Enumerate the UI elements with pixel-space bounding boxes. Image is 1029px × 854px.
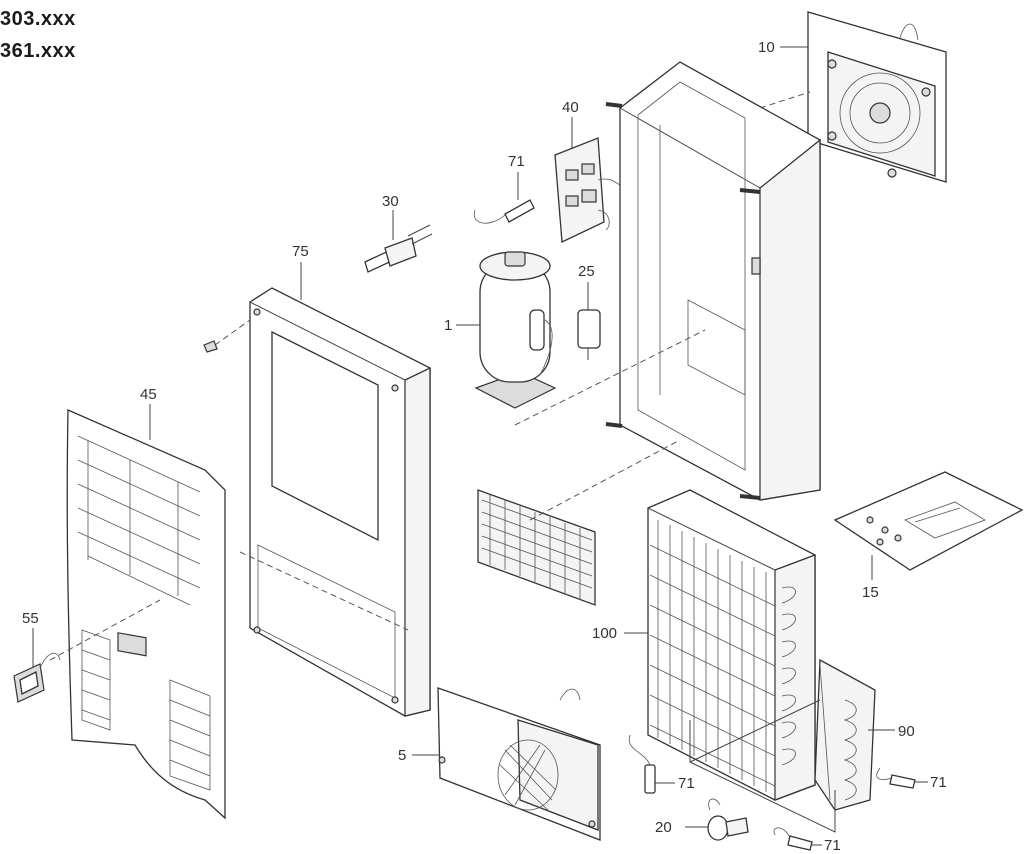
- callout-10: 10: [758, 39, 775, 56]
- model-number-1: 303.xxx: [0, 8, 76, 30]
- part-90-evaporator: [814, 658, 876, 811]
- part-grille: [477, 489, 596, 606]
- callout-71-c: 71: [930, 774, 947, 791]
- part-71-sensor-d: [773, 827, 813, 851]
- part-30-valve: [364, 224, 433, 273]
- callout-55: 55: [22, 610, 39, 627]
- callout-30: 30: [382, 193, 399, 210]
- part-20-valve: [707, 798, 749, 841]
- callout-71-a: 71: [508, 153, 525, 170]
- callout-71-b: 71: [678, 775, 695, 792]
- part-75-front-frame: [249, 287, 431, 717]
- part-71-sensor-c: [876, 767, 916, 789]
- callout-90: 90: [898, 723, 915, 740]
- part-5-internal-fan: [437, 687, 601, 841]
- part-1-compressor: [474, 251, 557, 409]
- part-25-filter-drier: [577, 296, 601, 360]
- model-number-2: 361.xxx: [0, 40, 76, 62]
- base-plate: [689, 699, 836, 833]
- callout-40: 40: [562, 99, 579, 116]
- part-40-control-board: [554, 137, 626, 243]
- part-71-sensor-b: [628, 734, 656, 794]
- part-100-condenser: [647, 489, 816, 801]
- callout-25: 25: [578, 263, 595, 280]
- part-15-accessory-bag: [833, 471, 1024, 571]
- callout-1: 1: [444, 317, 452, 334]
- callout-5: 5: [398, 747, 406, 764]
- callout-75: 75: [292, 243, 309, 260]
- part-screw: [203, 340, 218, 353]
- callout-100: 100: [592, 625, 617, 642]
- part-71-sensor-a: [473, 199, 535, 224]
- callout-71-d: 71: [824, 837, 841, 854]
- callout-15: 15: [862, 584, 879, 601]
- housing-frame: [605, 61, 821, 501]
- part-10-fan: [807, 11, 947, 183]
- callout-45: 45: [140, 386, 157, 403]
- callout-20: 20: [655, 819, 672, 836]
- part-45-front-cover: [66, 409, 226, 820]
- part-55-connector: [13, 652, 61, 703]
